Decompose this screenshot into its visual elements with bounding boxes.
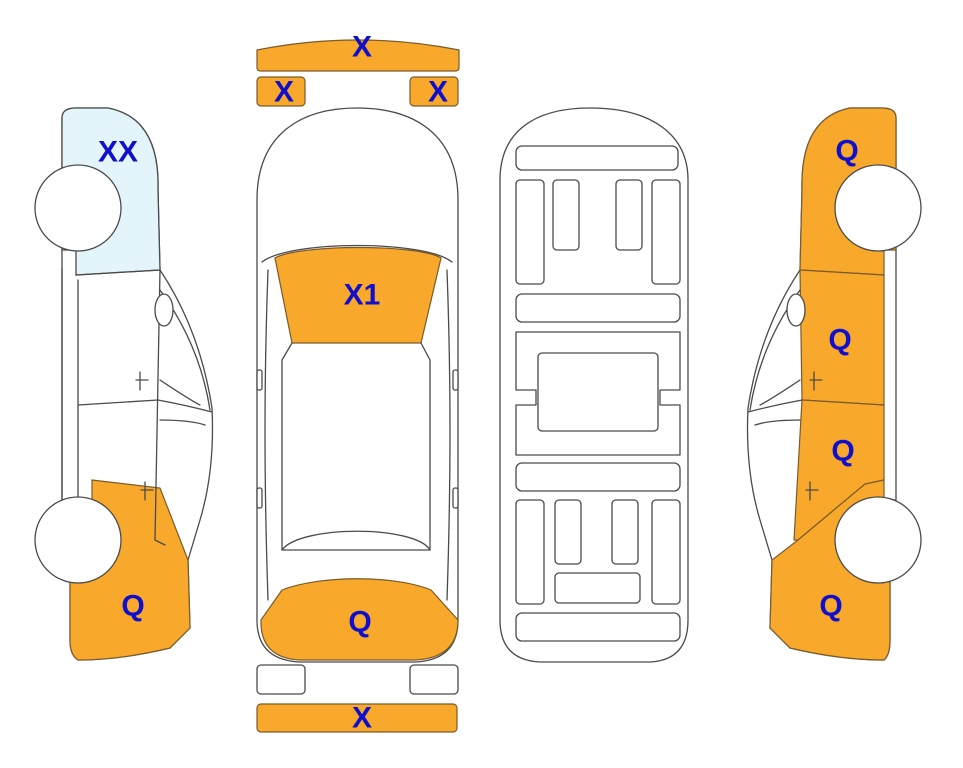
left-front-mark: XX: [98, 136, 138, 169]
rear-bumper-mark: X: [352, 702, 372, 735]
rear-bumper-panel[interactable]: [256, 703, 458, 733]
windshield-mark: X1: [344, 279, 381, 312]
windshield-panel[interactable]: [274, 246, 442, 344]
underbody-view: [499, 107, 689, 663]
right-front-door-mark: Q: [828, 324, 851, 357]
right-rear-mark: Q: [819, 590, 842, 623]
damage-labels: X X X X1 Q X XX Q Q Q Q Q: [98, 31, 859, 735]
front-bumper-mark: X: [352, 31, 372, 64]
right-side-view: [746, 107, 922, 661]
right-front-mark: Q: [835, 135, 858, 168]
rear-right-lamp: [409, 664, 459, 695]
rear-window-mark: Q: [348, 606, 371, 639]
rear-window-panel[interactable]: [260, 578, 459, 661]
right-rear-door-mark: Q: [831, 435, 854, 468]
front-bumper-panel[interactable]: [256, 39, 460, 72]
right-headlight-panel[interactable]: [409, 76, 459, 107]
left-headlight-panel[interactable]: [256, 76, 306, 107]
left-side-view: [34, 107, 214, 661]
rear-left-lamp: [256, 664, 306, 695]
top-body-outline: [256, 107, 459, 663]
top-view: [256, 39, 460, 733]
right-headlight-mark: X: [428, 76, 448, 109]
left-rear-mark: Q: [121, 590, 144, 623]
left-headlight-mark: X: [274, 76, 294, 109]
